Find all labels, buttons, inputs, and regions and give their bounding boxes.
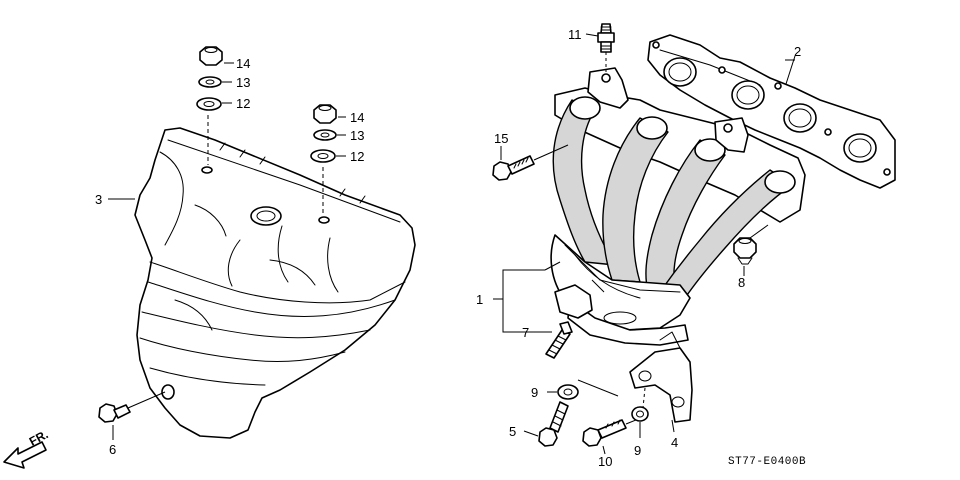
bracket-4: [629, 331, 693, 433]
fr-label: FR.: [27, 427, 51, 448]
label-9-upper: 9: [531, 385, 538, 400]
stud-11: [585, 23, 615, 72]
label-13-right: 13: [350, 128, 364, 143]
bolt-15: [492, 144, 569, 181]
diagram-code: ST77-E0400B: [728, 456, 806, 468]
label-14-left: 14: [236, 56, 250, 71]
bolt-5: [523, 401, 569, 447]
label-6: 6: [109, 442, 116, 457]
heat-shield: [134, 127, 416, 439]
label-2: 2: [794, 44, 801, 59]
label-15: 15: [494, 131, 508, 146]
label-3: 3: [95, 192, 102, 207]
washer-9-upper: [547, 379, 619, 400]
label-9-lower: 9: [634, 443, 641, 458]
front-direction-arrow: FR.: [3, 427, 51, 469]
label-12-left: 12: [236, 96, 250, 111]
bolt-10: [582, 419, 637, 455]
label-5: 5: [509, 424, 516, 439]
nut-washer-stack-right: [310, 104, 346, 215]
washer-9-lower: [631, 406, 649, 438]
label-11: 11: [568, 27, 582, 42]
label-4: 4: [671, 435, 678, 450]
label-7: 7: [522, 325, 529, 340]
label-13-left: 13: [236, 75, 250, 90]
leader-bracket-1: [493, 261, 561, 333]
nut-8: [733, 224, 769, 276]
nut-washer-stack-left: [196, 46, 234, 165]
gasket: [647, 34, 896, 189]
stud-7: [545, 321, 573, 359]
label-1: 1: [476, 292, 483, 307]
bolt-6: [98, 391, 166, 440]
label-10: 10: [598, 454, 612, 469]
label-12-right: 12: [350, 149, 364, 164]
label-14-right: 14: [350, 110, 364, 125]
exhaust-manifold: [550, 67, 806, 346]
label-8: 8: [738, 275, 745, 290]
